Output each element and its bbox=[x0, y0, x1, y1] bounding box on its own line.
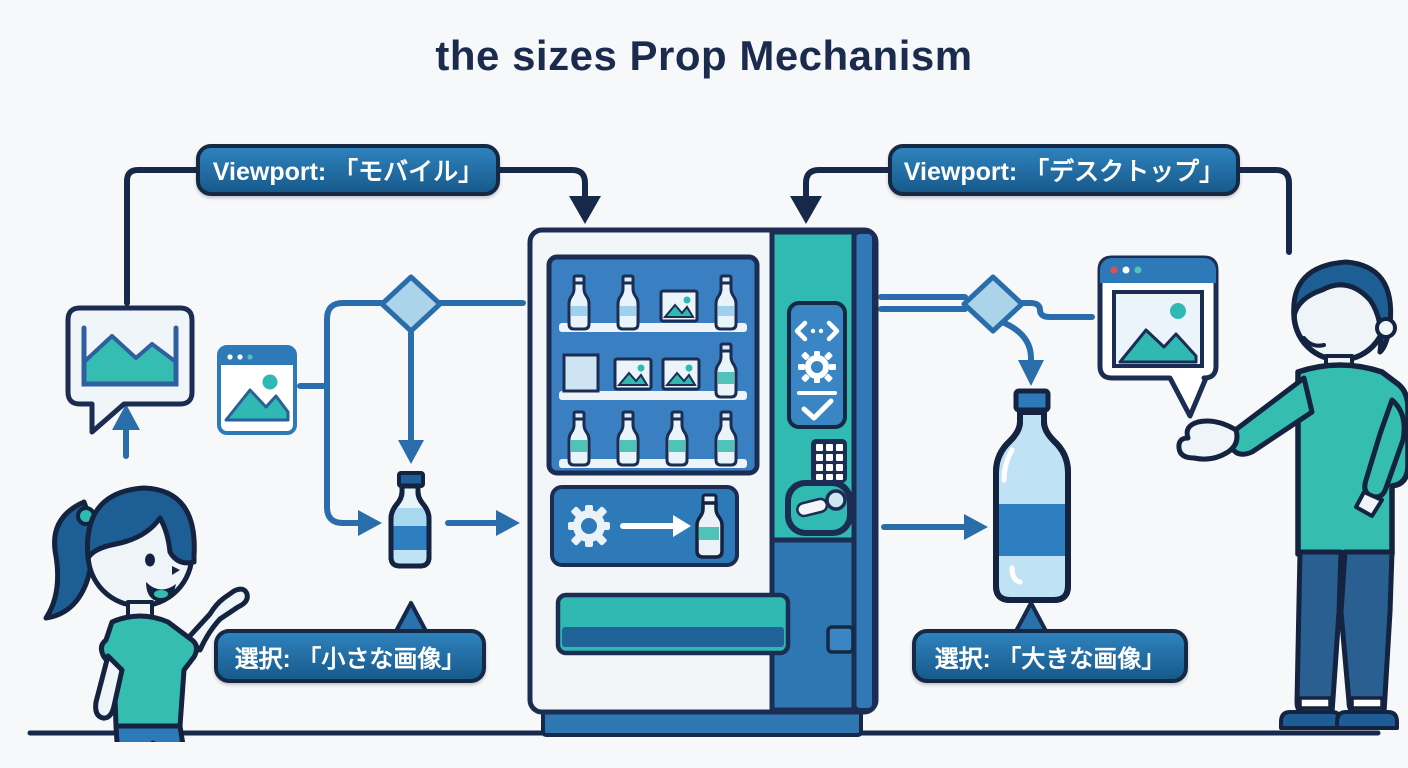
coin-slot-icon bbox=[785, 480, 853, 536]
machine-window bbox=[546, 254, 760, 476]
man-open-hand bbox=[1176, 418, 1240, 462]
image-icon bbox=[224, 374, 290, 422]
square-item bbox=[562, 353, 600, 393]
gear-icon bbox=[568, 505, 610, 547]
mobile-browser-card bbox=[217, 345, 297, 435]
browser-titlebar bbox=[1100, 258, 1216, 283]
image-item bbox=[659, 289, 699, 323]
image-item bbox=[661, 357, 701, 391]
legend-arrowhead bbox=[673, 515, 691, 537]
small-bottle bbox=[388, 471, 432, 569]
man-shoe bbox=[1335, 710, 1399, 730]
girl-tongue bbox=[154, 590, 168, 598]
mobile-label-left-connector bbox=[124, 167, 200, 306]
man-pocket-hand bbox=[1354, 490, 1384, 518]
side-button bbox=[826, 625, 855, 654]
viewport-mobile-label: Viewport: 「モバイル」 bbox=[196, 144, 500, 196]
mobile-flow-spine bbox=[324, 300, 526, 526]
girl-eye bbox=[145, 553, 155, 567]
man-mouth bbox=[1302, 336, 1326, 348]
selection-large-label: 選択: 「大きな画像」 bbox=[912, 629, 1188, 683]
arrow-small-bottle-to-machine bbox=[496, 510, 520, 536]
man-ear bbox=[1375, 317, 1397, 339]
arrow-into-machine-left bbox=[569, 196, 601, 224]
browser-titlebar bbox=[221, 349, 293, 365]
image-item bbox=[613, 357, 653, 391]
viewport-desktop-label: Viewport: 「デスクトップ」 bbox=[888, 144, 1240, 196]
arrow-into-machine-right bbox=[790, 196, 822, 224]
dispensing-slot bbox=[555, 592, 791, 656]
man-character bbox=[1176, 259, 1408, 730]
bottle-highlight bbox=[1001, 447, 1015, 483]
girl-hair bbox=[84, 485, 197, 566]
control-panel bbox=[787, 301, 847, 429]
man-sock bbox=[1298, 696, 1332, 710]
vending-machine bbox=[527, 227, 879, 737]
mobile-label-arrow-line bbox=[497, 167, 588, 201]
girl-nose bbox=[172, 566, 180, 575]
legend-bottle-icon bbox=[695, 493, 724, 559]
window-dot-white bbox=[1122, 266, 1130, 274]
shelf-1 bbox=[559, 323, 747, 332]
flow-lines bbox=[123, 294, 1095, 530]
arrow-down-small bbox=[398, 440, 424, 464]
girl-left-arm bbox=[93, 653, 125, 721]
diagram-title: the sizes Prop Mechanism bbox=[435, 32, 973, 79]
image-chart-icon bbox=[81, 325, 179, 387]
girl-shorts bbox=[113, 723, 186, 742]
arrow-to-small-bottle bbox=[358, 510, 382, 536]
girl-waving-arm bbox=[185, 586, 250, 653]
man-bent-arm bbox=[1362, 397, 1407, 500]
large-bottle bbox=[993, 388, 1071, 603]
decision-to-browser-line bbox=[1019, 300, 1095, 320]
keypad-icon bbox=[811, 439, 847, 483]
girl-request-arrowhead bbox=[112, 404, 140, 430]
girl-character bbox=[43, 485, 250, 742]
gear-to-bottle-panel bbox=[550, 485, 739, 567]
check-icon bbox=[801, 398, 834, 421]
window-dot bbox=[237, 354, 243, 360]
desktop-decision-down-line bbox=[999, 319, 1034, 365]
window-dot-teal bbox=[1134, 266, 1142, 274]
bottle-highlight bbox=[1009, 565, 1023, 585]
shelf-2 bbox=[559, 391, 747, 400]
mobile-decision-diamond bbox=[379, 274, 443, 334]
shelf-3 bbox=[559, 459, 747, 468]
desktop-label-right-connector bbox=[1236, 167, 1292, 255]
arrow-down-large bbox=[1018, 360, 1044, 386]
desktop-browser-bubble bbox=[1097, 255, 1219, 419]
man-leg bbox=[1294, 549, 1344, 716]
man-hair bbox=[1291, 259, 1394, 355]
machine-side-edge bbox=[852, 230, 876, 712]
selection-small-label: 選択: 「小さな画像」 bbox=[214, 629, 486, 683]
code-dot bbox=[810, 328, 816, 334]
arrow-to-big-bottle bbox=[964, 514, 988, 540]
machine-base bbox=[541, 709, 863, 737]
label-connectors bbox=[124, 167, 1292, 306]
man-shoe bbox=[1279, 710, 1343, 730]
window-dot bbox=[227, 354, 233, 360]
code-settings-icon bbox=[794, 320, 840, 342]
window-dot bbox=[247, 354, 253, 360]
image-icon bbox=[1112, 290, 1204, 368]
window-dot-red bbox=[1110, 266, 1118, 274]
girl-speech-bubble bbox=[65, 305, 195, 435]
man-leg bbox=[1338, 549, 1395, 716]
desktop-label-arrow-line bbox=[803, 167, 892, 201]
code-dot bbox=[818, 328, 824, 334]
man-sock bbox=[1350, 696, 1384, 710]
desktop-decision-diamond bbox=[961, 274, 1025, 334]
gear-icon bbox=[798, 351, 836, 383]
